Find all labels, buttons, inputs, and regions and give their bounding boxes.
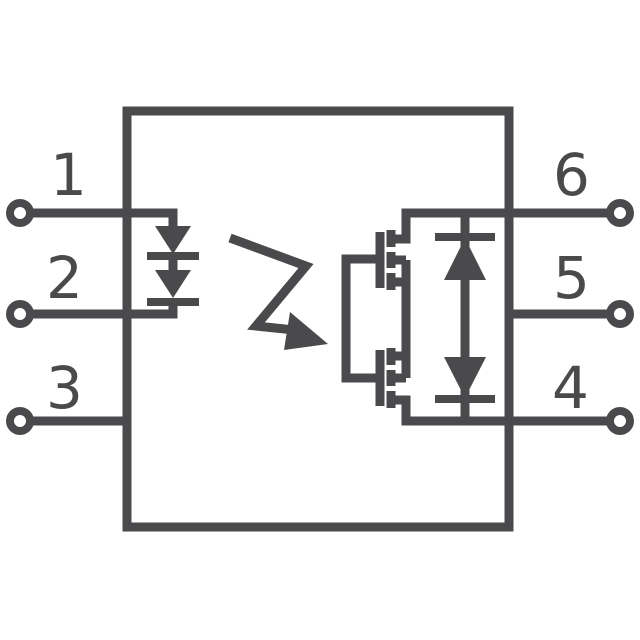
package-outline [122,106,514,532]
gate-bracket [341,254,378,383]
output-mosfet-pair [341,208,510,426]
pin-6-label: 6 [553,141,590,209]
pin-1-wire [30,208,178,226]
pin-4-terminal [606,407,634,435]
pin-5-terminal [606,300,634,328]
optical-coupling-arrow [228,233,328,350]
pin-2-terminal [6,300,34,328]
protection-diodes [435,213,495,421]
pin-6-terminal [606,199,634,227]
light-arrowhead [284,312,328,350]
pin-4-label: 4 [552,354,589,422]
led-upper-triangle [155,226,191,254]
upper-diode-triangle [444,238,486,280]
lower-mosfet-drain [391,395,510,426]
light-path [228,233,314,336]
upper-mosfet-drain [391,208,510,244]
pin-5-label: 5 [553,244,590,312]
input-led-pair [147,226,199,306]
pin-3-label: 3 [46,354,83,422]
led-lower-triangle [155,270,191,298]
pin-1-terminal [6,199,34,227]
pin-3-terminal [6,407,34,435]
lower-diode-triangle [444,357,486,398]
pin-1-label: 1 [50,141,87,209]
pin-2-label: 2 [46,244,83,312]
